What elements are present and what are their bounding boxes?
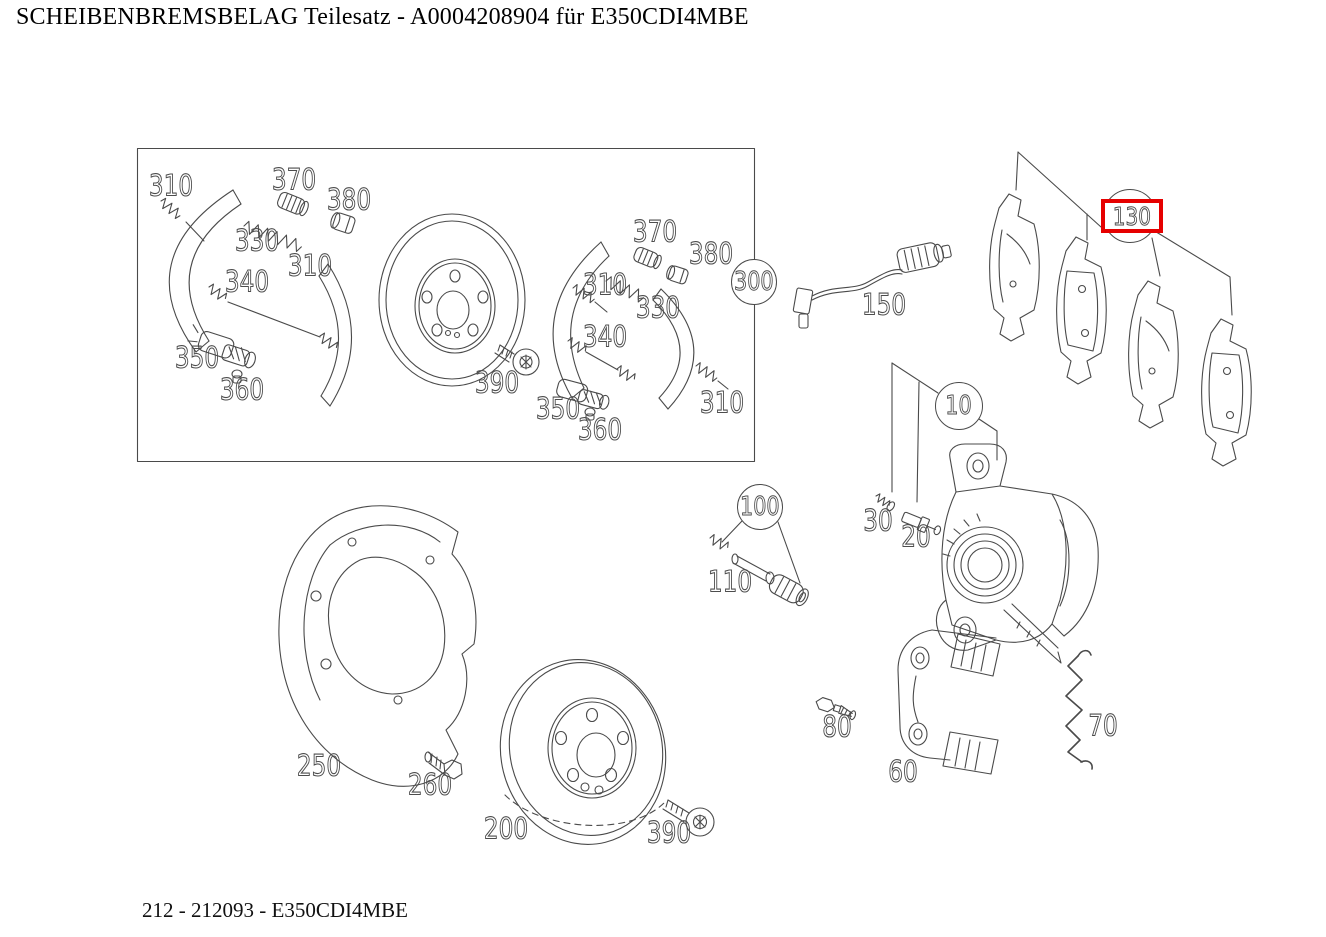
brake-shoe-set-left bbox=[168, 189, 352, 407]
balloon-10-label: 10 bbox=[945, 390, 973, 421]
disc-screw-390-bottom bbox=[662, 799, 715, 837]
bolt-80 bbox=[815, 696, 857, 721]
brake-pads-130 bbox=[989, 151, 1252, 467]
adjuster-370-right bbox=[633, 246, 662, 270]
page-title: SCHEIBENBREMSBELAG Teilesatz - A00042089… bbox=[16, 4, 749, 30]
parking-brake-box bbox=[136, 147, 756, 463]
caliper-body-10 bbox=[935, 443, 1099, 664]
carrier-bracket-group bbox=[815, 629, 1093, 775]
balloon-10: 10 bbox=[935, 382, 983, 430]
screw-plug-30 bbox=[875, 493, 896, 512]
adjuster-370-left bbox=[276, 191, 309, 217]
caliper-group bbox=[875, 362, 1099, 664]
part-label-370-2: 370 bbox=[632, 214, 678, 249]
part-label-380-2: 380 bbox=[688, 236, 734, 271]
wear-sensor-150 bbox=[792, 242, 952, 329]
part-label-30: 30 bbox=[863, 503, 893, 538]
bracket-60 bbox=[897, 629, 1001, 775]
bolt-260 bbox=[424, 751, 463, 780]
highlight-box-130: 130 bbox=[1101, 199, 1163, 233]
part-label-80: 80 bbox=[822, 709, 852, 744]
part-label-20: 20 bbox=[901, 519, 931, 554]
part-label-310-1: 310 bbox=[148, 168, 194, 203]
part-label-70: 70 bbox=[1088, 708, 1118, 743]
part-label-110: 110 bbox=[707, 564, 753, 599]
balloon-100: 100 bbox=[737, 484, 783, 530]
clip-360-right bbox=[584, 407, 596, 421]
clip-360-left bbox=[231, 369, 243, 384]
part-label-340-1: 340 bbox=[224, 264, 270, 299]
part-label-340-2: 340 bbox=[582, 319, 628, 354]
brake-shoe-set-right bbox=[552, 241, 695, 410]
part-label-310-2: 310 bbox=[287, 248, 333, 283]
brake-pad-3 bbox=[1128, 280, 1179, 429]
part-label-330-2: 330 bbox=[635, 290, 681, 325]
balloon-100-label: 100 bbox=[740, 491, 781, 522]
part-label-390-1: 390 bbox=[474, 365, 520, 400]
guide-pin-110 bbox=[731, 553, 775, 585]
bleeder-valve-20 bbox=[901, 511, 942, 536]
brake-pad-4 bbox=[1201, 318, 1252, 467]
guide-bolt-group bbox=[707, 520, 809, 607]
part-label-360-1: 360 bbox=[219, 372, 265, 407]
brake-disc-drum bbox=[378, 213, 526, 387]
catalog-reference: 212 - 212093 - E350CDI4MBE bbox=[142, 898, 408, 922]
part-label-330-1: 330 bbox=[234, 223, 280, 258]
part-label-310-3: 310 bbox=[582, 267, 628, 302]
part-label-370-1: 370 bbox=[271, 162, 317, 197]
part-label-360-2: 360 bbox=[577, 412, 623, 447]
part-label-350-2: 350 bbox=[535, 391, 581, 426]
hold-spring-340-left bbox=[205, 282, 340, 353]
shoe-spring-310-right-b bbox=[692, 361, 720, 383]
part-label-390-2: 390 bbox=[646, 815, 692, 850]
part-label-260: 260 bbox=[407, 767, 453, 802]
part-label-150: 150 bbox=[861, 287, 907, 322]
balloon-300-label: 300 bbox=[734, 266, 775, 297]
part-label-250: 250 bbox=[296, 748, 342, 783]
part-label-310-4: 310 bbox=[699, 385, 745, 420]
cover-plate-group bbox=[278, 505, 477, 787]
balloon-300: 300 bbox=[731, 259, 777, 305]
brake-pad-2 bbox=[1056, 236, 1107, 385]
part-label-350-1: 350 bbox=[174, 340, 220, 375]
brake-pad-1 bbox=[989, 193, 1040, 342]
piston-380-right bbox=[666, 265, 689, 285]
cover-plate-250 bbox=[278, 505, 477, 787]
brake-disc-200 bbox=[499, 659, 667, 845]
disc-screw-390-box bbox=[494, 344, 540, 376]
balloon-130-label: 130 bbox=[1112, 201, 1152, 231]
guide-sleeve bbox=[768, 574, 809, 607]
adjuster-assy-350-right bbox=[556, 378, 610, 410]
hold-spring-340-right bbox=[564, 336, 638, 384]
adjuster-assy-350-left bbox=[187, 324, 256, 369]
part-label-200: 200 bbox=[483, 811, 529, 846]
part-label-380-1: 380 bbox=[326, 182, 372, 217]
piston-380-left bbox=[330, 212, 356, 234]
retaining-spring-70 bbox=[1065, 649, 1093, 770]
part-label-60: 60 bbox=[888, 754, 918, 789]
